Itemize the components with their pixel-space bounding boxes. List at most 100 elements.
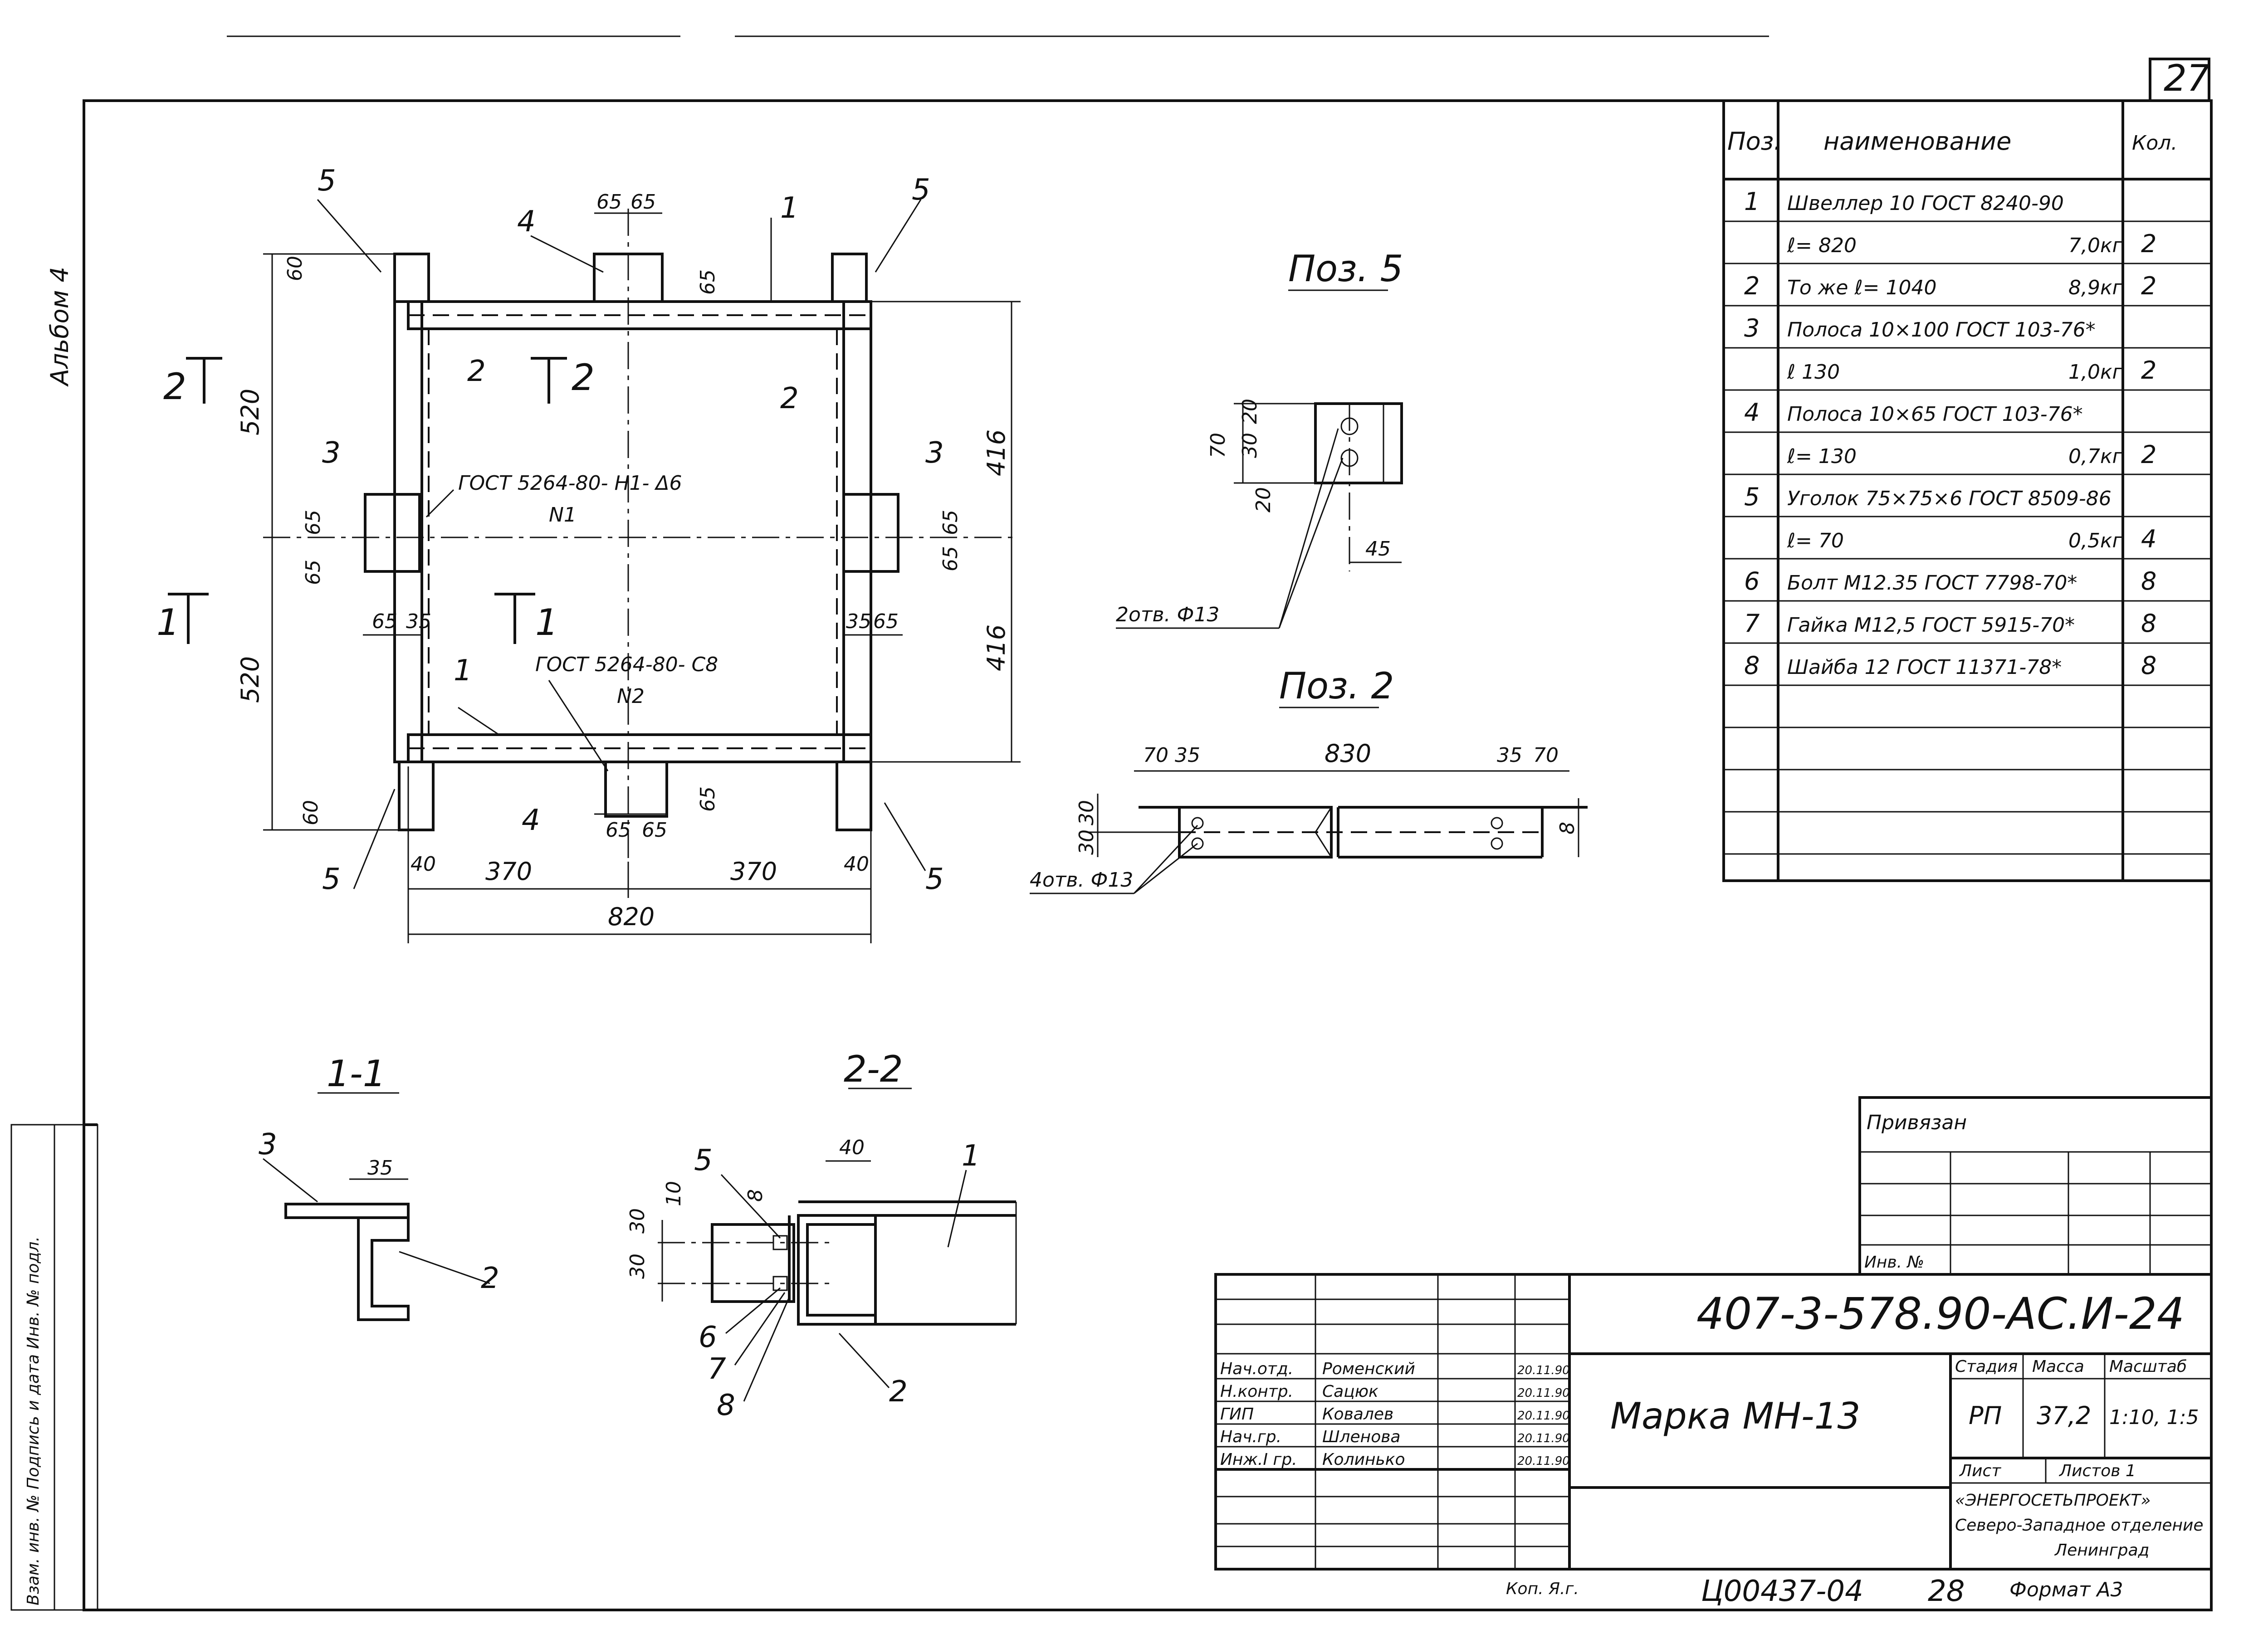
section-1-1-title: 1-1 bbox=[327, 1053, 386, 1095]
poz2-dim-830: 830 bbox=[1325, 739, 1371, 768]
dim-35-left: 35 bbox=[406, 610, 431, 633]
weld-note-1: ГОСТ 5264-80- Н1- Δ6 bbox=[458, 472, 682, 495]
section-1-1-pos-3: 3 bbox=[259, 1128, 277, 1161]
signer-date: 20.11.90 bbox=[1517, 1364, 1570, 1377]
dim-40-left: 40 bbox=[411, 853, 436, 876]
spec-cell-mass: 0,7кг bbox=[2068, 445, 2123, 468]
section-2-2-pos-5: 5 bbox=[694, 1144, 713, 1177]
spec-cell-qty: 8 bbox=[2141, 609, 2156, 638]
detail-poz5 bbox=[1116, 289, 1403, 629]
spec-cell-pos: 2 bbox=[1744, 272, 1760, 300]
spec-cell-name: Полоса 10×100 ГОСТ 103-76* bbox=[1787, 318, 2096, 341]
section-2-2-pos-2: 2 bbox=[889, 1375, 908, 1409]
pos-3-right: 3 bbox=[925, 436, 944, 470]
sheet-label: Лист bbox=[1959, 1462, 2001, 1480]
spec-cell-qty: 2 bbox=[2141, 356, 2156, 385]
org-city: Ленинград bbox=[2054, 1541, 2149, 1560]
spec-cell-pos: 4 bbox=[1744, 398, 1760, 427]
spec-header-pos: Поз. bbox=[1727, 127, 1782, 156]
spec-cell-pos: 6 bbox=[1744, 567, 1760, 595]
signer-role: Нач.гр. bbox=[1220, 1428, 1281, 1446]
weld-note-2: ГОСТ 5264-80- С8 bbox=[535, 653, 718, 676]
signer-role: ГИП bbox=[1220, 1405, 1254, 1424]
section-2-2-title: 2-2 bbox=[844, 1048, 903, 1090]
dim-65-left-b: 65 bbox=[302, 560, 325, 585]
binding-label: Привязан bbox=[1867, 1111, 1967, 1134]
poz5-dim-20-bottom: 20 bbox=[1252, 487, 1275, 512]
plan-view bbox=[168, 199, 1021, 943]
signer-name: Шленова bbox=[1322, 1428, 1401, 1446]
detail-poz2 bbox=[1030, 707, 1588, 894]
section-2-2-dim-30-bottom: 30 bbox=[626, 1254, 649, 1279]
org-division: Северо-Западное отделение bbox=[1955, 1516, 2204, 1535]
cut-mark-1-left: 1 bbox=[156, 601, 180, 644]
cut-mark-2-left: 2 bbox=[163, 366, 186, 408]
spec-cell-name: ℓ= 70 bbox=[1787, 529, 1844, 552]
signer-name: Роменский bbox=[1322, 1360, 1415, 1378]
pos-5-bottom-left: 5 bbox=[322, 863, 341, 896]
dim-40-right: 40 bbox=[844, 853, 869, 876]
spec-cell-qty: 4 bbox=[2141, 525, 2156, 553]
dim-416-top: 416 bbox=[982, 429, 1011, 476]
spec-cell-name: ℓ= 130 bbox=[1787, 445, 1857, 468]
poz2-dim-30-top: 30 bbox=[1075, 800, 1098, 825]
poz2-dim-70-right: 70 bbox=[1533, 744, 1559, 767]
section-1-1-dim-35: 35 bbox=[367, 1156, 393, 1180]
dim-35-right: 35 bbox=[846, 610, 871, 633]
section-2-2-pos-8: 8 bbox=[717, 1389, 735, 1422]
sheet-frame bbox=[83, 35, 2213, 1611]
section-1-1-pos-2: 2 bbox=[481, 1262, 499, 1295]
sheets-label: Листов 1 bbox=[2058, 1462, 2136, 1480]
spec-cell-pos: 5 bbox=[1744, 483, 1760, 511]
section-2-2-pos-6: 6 bbox=[699, 1321, 717, 1354]
dim-65-top-v: 65 bbox=[696, 269, 719, 295]
poz5-dim-70: 70 bbox=[1207, 433, 1230, 458]
poz2-dim-35-right: 35 bbox=[1497, 744, 1522, 767]
section-2-2 bbox=[658, 1088, 1017, 1402]
section-2-2-pos-1: 1 bbox=[962, 1139, 980, 1173]
mass-value: 37,2 bbox=[2037, 1401, 2091, 1430]
signer-role: Н.контр. bbox=[1220, 1382, 1293, 1401]
dim-65-bottom-b: 65 bbox=[642, 819, 667, 842]
page-number: 27 bbox=[2164, 57, 2210, 99]
dim-65-bottom-v: 65 bbox=[696, 786, 719, 812]
dim-65-right-h: 65 bbox=[873, 610, 899, 633]
org-name: «ЭНЕРГОСЕТЬПРОЕКТ» bbox=[1955, 1491, 2151, 1510]
pos-2-right: 2 bbox=[780, 382, 799, 415]
cut-mark-2-center: 2 bbox=[572, 356, 595, 399]
spec-cell-name: Швеллер 10 ГОСТ 8240-90 bbox=[1787, 192, 2064, 215]
signer-date: 20.11.90 bbox=[1517, 1409, 1570, 1423]
spec-cell-qty: 2 bbox=[2141, 229, 2156, 258]
signer-date: 20.11.90 bbox=[1517, 1386, 1570, 1400]
side-album-label: Альбом 4 bbox=[45, 267, 74, 387]
product-mark: Марка МН-13 bbox=[1610, 1395, 1860, 1437]
mass-label: Масса bbox=[2032, 1357, 2084, 1376]
pos-3-left: 3 bbox=[322, 436, 341, 470]
scale-value: 1:10, 1:5 bbox=[2109, 1406, 2199, 1429]
poz5-dim-45: 45 bbox=[1365, 537, 1391, 561]
section-2-2-dim-40: 40 bbox=[839, 1136, 865, 1159]
signer-name: Сацюк bbox=[1322, 1382, 1378, 1401]
poz5-dim-20-top: 20 bbox=[1238, 399, 1261, 424]
poz2-dim-30-bottom: 30 bbox=[1075, 829, 1098, 855]
spec-cell-name: То же ℓ= 1040 bbox=[1787, 276, 1936, 299]
footer-num: 28 bbox=[1928, 1575, 1965, 1608]
dim-520-bottom: 520 bbox=[236, 656, 264, 703]
spec-cell-name: Уголок 75×75×6 ГОСТ 8509-86 bbox=[1787, 487, 2112, 510]
signer-role: Нач.отд. bbox=[1220, 1360, 1293, 1378]
pos-1-bottom: 1 bbox=[454, 654, 472, 688]
spec-header-name: наименование bbox=[1823, 127, 2011, 156]
section-1-1 bbox=[263, 1092, 490, 1321]
spec-cell-pos: 8 bbox=[1744, 651, 1760, 680]
drawing-code: 407-3-578.90-АС.И-24 bbox=[1696, 1288, 2185, 1339]
cut-mark-1-center: 1 bbox=[535, 601, 558, 644]
signer-role: Инж.I гр. bbox=[1220, 1450, 1297, 1469]
pos-2-left: 2 bbox=[467, 355, 486, 388]
spec-cell-mass: 7,0кг bbox=[2068, 234, 2123, 257]
weld-note-1-ref: N1 bbox=[549, 503, 577, 527]
poz2-dim-8: 8 bbox=[1556, 822, 1579, 834]
spec-cell-name: Болт М12.35 ГОСТ 7798-70* bbox=[1787, 571, 2077, 595]
dim-370-right: 370 bbox=[730, 857, 777, 886]
